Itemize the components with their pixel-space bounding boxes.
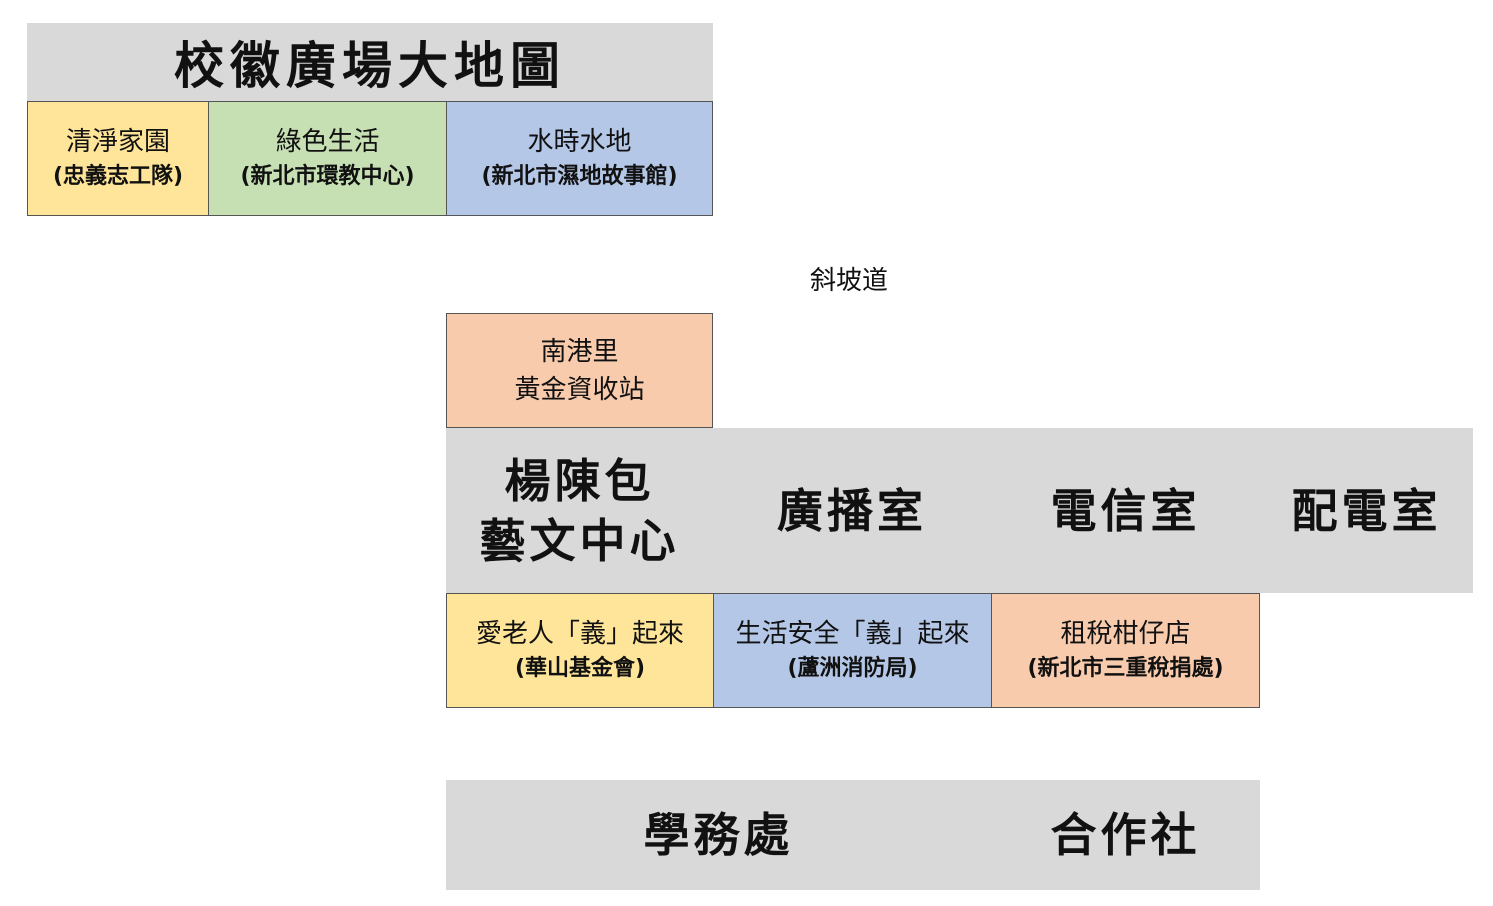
booth-name: 綠色生活 xyxy=(275,126,380,157)
recycle-station-line1: 南港里 xyxy=(540,336,619,367)
broadcast-room: 廣播室 xyxy=(713,428,991,593)
booth-org: (蘆洲消防局) xyxy=(787,655,918,681)
booth-org: (華山基金會) xyxy=(514,655,646,681)
telecom-room: 電信室 xyxy=(991,428,1260,593)
booth-name: 愛老人「義」起來 xyxy=(475,618,684,649)
booth-life-safety: 生活安全「義」起來 (蘆洲消防局) xyxy=(713,593,992,708)
booth-name: 生活安全「義」起來 xyxy=(735,618,970,649)
arts-center-line1: 楊陳包 xyxy=(504,453,655,508)
booth-org: (忠義志工隊) xyxy=(52,163,184,189)
booth-org: (新北市濕地故事館) xyxy=(481,163,678,189)
map-title: 校徽廣場大地圖 xyxy=(27,23,713,101)
booth-clean-home: 清淨家園 (忠義志工隊) xyxy=(27,101,209,216)
recycle-station-line2: 黃金資收站 xyxy=(514,374,645,405)
recycle-station: 南港里 黃金資收站 xyxy=(446,313,713,428)
ramp-label: 斜坡道 xyxy=(810,266,889,296)
booth-tax-shop: 租稅柑仔店 (新北市三重稅捐處) xyxy=(991,593,1260,708)
booth-care-elderly: 愛老人「義」起來 (華山基金會) xyxy=(446,593,714,708)
booth-green-living: 綠色生活 (新北市環教中心) xyxy=(208,101,447,216)
cooperative-store: 合作社 xyxy=(991,780,1260,890)
student-affairs-office: 學務處 xyxy=(446,780,991,890)
booth-name: 租稅柑仔店 xyxy=(1060,618,1191,649)
booth-name: 清淨家園 xyxy=(65,126,170,157)
booth-water-land: 水時水地 (新北市濕地故事館) xyxy=(446,101,713,216)
arts-center: 楊陳包 藝文中心 xyxy=(446,428,713,593)
booth-name: 水時水地 xyxy=(527,126,632,157)
booth-org: (新北市三重稅捐處) xyxy=(1027,655,1224,681)
power-room: 配電室 xyxy=(1260,428,1473,593)
booth-org: (新北市環教中心) xyxy=(240,163,415,189)
arts-center-line2: 藝文中心 xyxy=(479,513,680,568)
